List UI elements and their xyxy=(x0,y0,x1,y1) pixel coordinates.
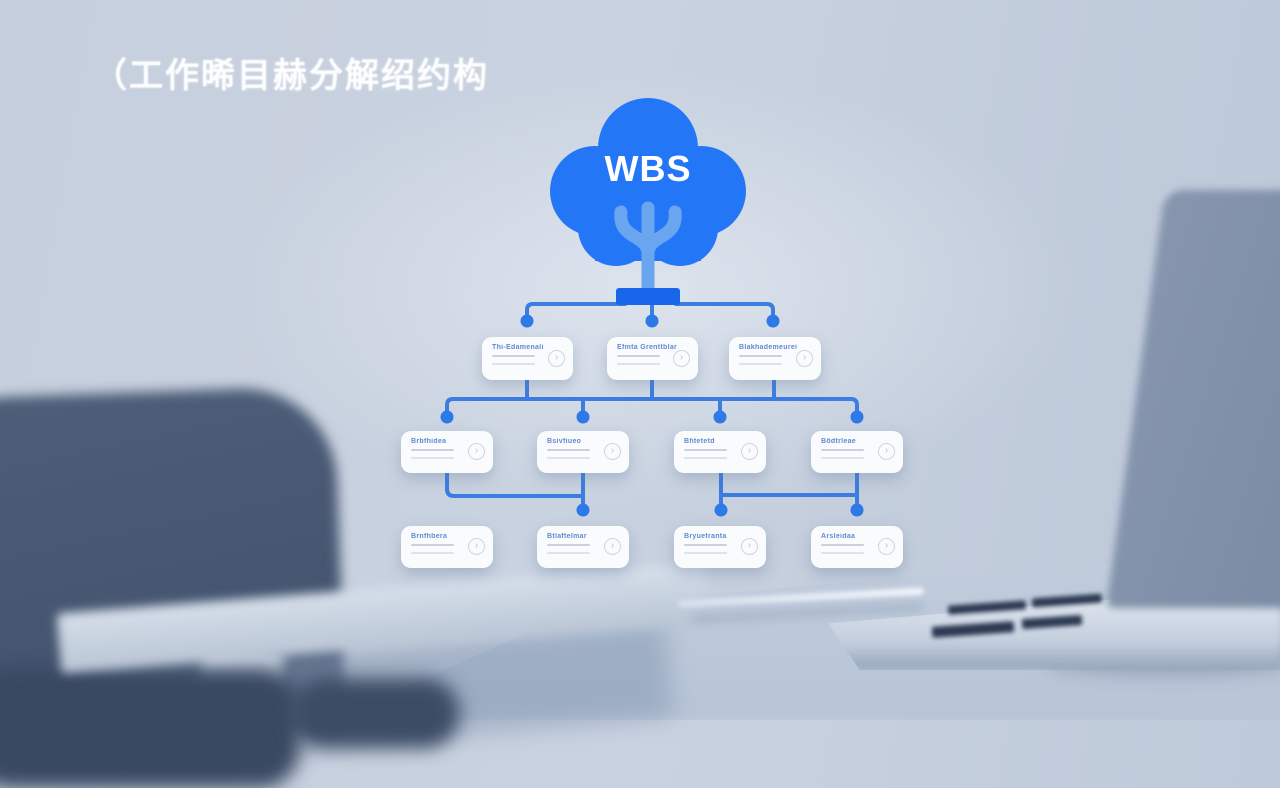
node-text-line xyxy=(411,457,455,459)
wbs-node-level4-2: Btlaftelmar › xyxy=(537,526,629,568)
wbs-node-level2-2: Efmta Grenttblar › xyxy=(607,337,698,380)
node-text-line xyxy=(821,457,865,459)
node-text-line xyxy=(617,363,660,365)
node-label: Bhtetetd xyxy=(684,438,715,445)
wbs-node-level3-4: Bödtrleae › xyxy=(811,431,903,473)
circle-arrow-icon: › xyxy=(604,538,621,555)
circle-arrow-icon: › xyxy=(741,538,758,555)
node-text-line xyxy=(684,544,728,546)
node-text-line xyxy=(547,449,591,451)
node-text-line xyxy=(739,363,783,365)
root-node-label: WBS xyxy=(604,148,692,189)
circle-arrow-icon: › xyxy=(878,538,895,555)
node-text-line xyxy=(547,552,591,554)
node-text-line xyxy=(684,457,728,459)
connector-lines xyxy=(440,301,864,517)
wbs-node-level3-1: Brbfhidea › xyxy=(401,431,493,473)
wbs-tree: WBS xyxy=(548,96,748,308)
node-text-line xyxy=(411,449,455,451)
tree-icon xyxy=(550,98,746,305)
node-label: Bsivfiueo xyxy=(547,438,582,445)
node-label: Bödtrleae xyxy=(821,438,856,445)
node-text-line xyxy=(547,457,591,459)
circle-arrow-icon: › xyxy=(468,443,485,460)
node-text-line xyxy=(547,544,591,546)
node-label: Bryuetranta xyxy=(684,533,727,540)
wbs-node-level4-4: Arsleidaa › xyxy=(811,526,903,568)
circle-arrow-icon: › xyxy=(796,349,813,367)
circle-arrow-icon: › xyxy=(673,349,690,367)
node-text-line xyxy=(821,544,865,546)
wbs-node-level3-3: Bhtetetd › xyxy=(674,431,766,473)
node-label: Brnfhbera xyxy=(411,533,448,540)
circle-arrow-icon: › xyxy=(878,443,895,460)
circle-arrow-icon: › xyxy=(604,443,621,460)
wbs-node-level2-1: Thi-Edamenali › xyxy=(482,337,573,380)
node-label: Arsleidaa xyxy=(821,533,856,540)
wbs-node-level2-3: Blakhademeurei › xyxy=(729,337,821,380)
node-text-line xyxy=(739,355,783,357)
circle-arrow-icon: › xyxy=(741,443,758,460)
slide-title: （工作晞目赫分解绍约构 xyxy=(93,57,489,95)
node-label: Blakhademeurei xyxy=(739,344,798,351)
wbs-node-level3-2: Bsivfiueo › xyxy=(537,431,629,473)
node-text-line xyxy=(684,552,728,554)
node-text-line xyxy=(684,449,728,451)
node-text-line xyxy=(492,363,535,365)
node-text-line xyxy=(821,552,865,554)
wbs-node-level4-1: Brnfhbera › xyxy=(401,526,493,568)
node-text-line xyxy=(617,355,660,357)
node-text-line xyxy=(411,544,455,546)
node-label: Efmta Grenttblar xyxy=(617,344,678,351)
node-label: Btlaftelmar xyxy=(547,533,587,540)
wbs-node-level4-3: Bryuetranta › xyxy=(674,526,766,568)
circle-arrow-icon: › xyxy=(548,349,565,367)
node-text-line xyxy=(492,355,535,357)
node-label: Thi-Edamenali xyxy=(492,344,544,351)
circle-arrow-icon: › xyxy=(468,538,485,555)
node-text-line xyxy=(411,552,455,554)
node-text-line xyxy=(821,449,865,451)
node-label: Brbfhidea xyxy=(411,438,447,445)
